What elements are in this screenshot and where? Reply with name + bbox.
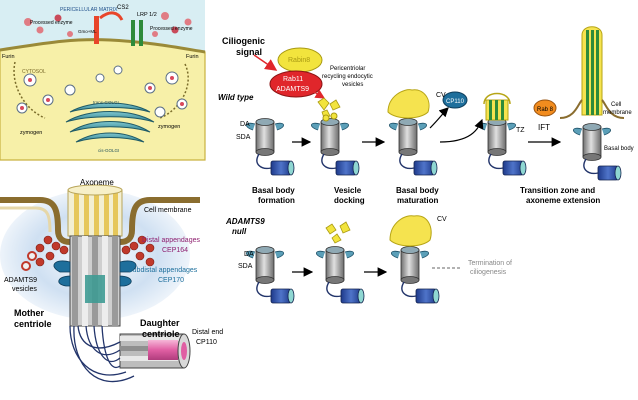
adamts9-label: ADAMTS9 bbox=[276, 86, 309, 93]
tz-label: TZ bbox=[516, 127, 525, 134]
stage1-label-2: formation bbox=[258, 196, 295, 205]
lrp-label: LRP 1/2 bbox=[137, 12, 157, 18]
cis-golgi-label: cis-GOLGI bbox=[98, 148, 119, 153]
cell-membrane-c-label-2: membrane bbox=[603, 110, 632, 116]
panel-c-ciliogenesis-steps: Ciliogenic signal Rabin8 Rab11 ADAMTS9 P… bbox=[218, 26, 634, 304]
wt-basal-body-4 bbox=[477, 92, 527, 176]
rab8-label: Rab 8 bbox=[537, 107, 554, 113]
wt-basal-body-2 bbox=[310, 112, 360, 176]
stage3-label: Basal body bbox=[396, 186, 439, 195]
stage2-label: Vesicle bbox=[334, 186, 362, 195]
cs2-label: CS2 bbox=[117, 5, 129, 11]
adamts9-vesicles bbox=[21, 251, 37, 271]
ciliogenic-signal-label-2: signal bbox=[236, 47, 262, 57]
mother-centriole-label-2: centriole bbox=[14, 319, 52, 329]
stage2-label-2: docking bbox=[334, 196, 365, 205]
cv-label: CV bbox=[436, 92, 446, 99]
subdistal-appendages-label: Subdistal appendages bbox=[128, 267, 198, 274]
cytosol-label: CYTOSOL bbox=[22, 69, 46, 75]
golgi-stack bbox=[65, 102, 155, 143]
pericellular-matrix-label: PERICELLULAR MATRIX bbox=[60, 7, 118, 13]
wild-type-label: Wild type bbox=[218, 93, 254, 102]
ciliary-vesicle-icon bbox=[387, 89, 430, 119]
mother-centriole-label: Mother bbox=[14, 308, 44, 318]
cp110-tag: CP110 bbox=[446, 99, 465, 105]
gmo-label: Gmo+ML bbox=[78, 29, 97, 34]
termination-label-2: ciliogenesis bbox=[470, 269, 507, 276]
distal-end-label: Distal end bbox=[192, 329, 223, 336]
basal-body-label: Basal body bbox=[604, 146, 634, 152]
cep170-label: CEP170 bbox=[158, 277, 184, 284]
cell-membrane-label: Cell membrane bbox=[144, 207, 192, 214]
subdistal-appendages bbox=[53, 260, 137, 287]
null-cv-label: CV bbox=[437, 216, 447, 223]
termination-label: Termination of bbox=[468, 260, 512, 267]
cell-membrane-c-label: Cell bbox=[611, 102, 621, 108]
axoneme-label: Axoneme bbox=[80, 178, 114, 187]
rabin8-label: Rabin8 bbox=[288, 57, 310, 64]
axoneme bbox=[67, 184, 123, 237]
daughter-centriole bbox=[119, 333, 191, 369]
null-basal-body-2 bbox=[315, 221, 365, 304]
panel-a-vesicle-trafficking: PERICELLULAR MATRIX CS2 LRP 1/2 Processe… bbox=[0, 0, 206, 161]
lrp-receptor bbox=[131, 20, 135, 46]
panel-b-basal-body-detail: Axoneme Cell membrane Distal appendages … bbox=[0, 178, 223, 383]
daughter-centriole-label: Daughter bbox=[140, 318, 180, 328]
distal-appendages bbox=[35, 235, 155, 267]
stage3-label-2: maturation bbox=[397, 196, 438, 205]
adamts9-vesicles-label: ADAMTS9 bbox=[4, 277, 37, 284]
cytosol-vesicles bbox=[16, 65, 188, 118]
null-basal-body-3 bbox=[389, 215, 440, 304]
furin-right-label: Furin bbox=[186, 54, 199, 60]
trans-golgi-label: trans-GOLGI bbox=[93, 100, 119, 105]
da-label: DA bbox=[240, 121, 250, 128]
wt-basal-body-5 bbox=[559, 26, 625, 181]
ciliogenic-signal-label: Ciliogenic bbox=[222, 36, 265, 46]
processed-enzyme-right-label: Processed enzyme bbox=[150, 26, 193, 32]
rab11-adamts9-icon bbox=[269, 70, 323, 98]
cp110-icon bbox=[442, 91, 468, 109]
stage1-label: Basal body bbox=[252, 186, 295, 195]
cep164-label: CEP164 bbox=[162, 247, 188, 254]
sda-label: SDA bbox=[236, 134, 251, 141]
null-da-label: DA bbox=[244, 251, 254, 258]
processed-enzyme-left-label: Processed enzyme bbox=[30, 20, 73, 26]
adamts9-vesicles-label-2: vesicles bbox=[12, 286, 37, 293]
wt-basal-body-3 bbox=[387, 89, 438, 176]
null-sda-label: SDA bbox=[238, 263, 253, 270]
rab8-icon bbox=[533, 99, 557, 117]
distal-appendages-label: Distal appendages bbox=[142, 237, 200, 244]
cs2-receptor bbox=[94, 16, 99, 44]
linker-fibers bbox=[69, 325, 135, 383]
adamts9-null-label-2: null bbox=[232, 227, 247, 236]
zymogen-left-label: zymogen bbox=[20, 130, 42, 136]
daughter-centriole-label-2: centriole bbox=[142, 329, 180, 339]
rab11-label: Rab11 bbox=[283, 76, 303, 83]
pericentriolar-label: Pericentriolar bbox=[330, 66, 365, 72]
pericentriolar-label-2: recycling endocytic bbox=[322, 74, 373, 80]
ift-label: IFT bbox=[538, 123, 550, 132]
processed-enzyme-icons bbox=[24, 12, 192, 37]
furin-left-label: Furin bbox=[2, 54, 15, 60]
mother-centriole bbox=[69, 235, 121, 327]
zymogen-right-label: zymogen bbox=[158, 124, 180, 130]
adamts9-null-label: ADAMTS9 bbox=[225, 217, 265, 226]
pericentriolar-label-3: vesicles bbox=[342, 82, 363, 88]
wt-basal-body-1 bbox=[245, 117, 295, 176]
stage4-label-2: axoneme extension bbox=[526, 196, 600, 205]
cp110-label: CP110 bbox=[196, 339, 217, 346]
stage4-label: Transition zone and bbox=[520, 186, 595, 195]
